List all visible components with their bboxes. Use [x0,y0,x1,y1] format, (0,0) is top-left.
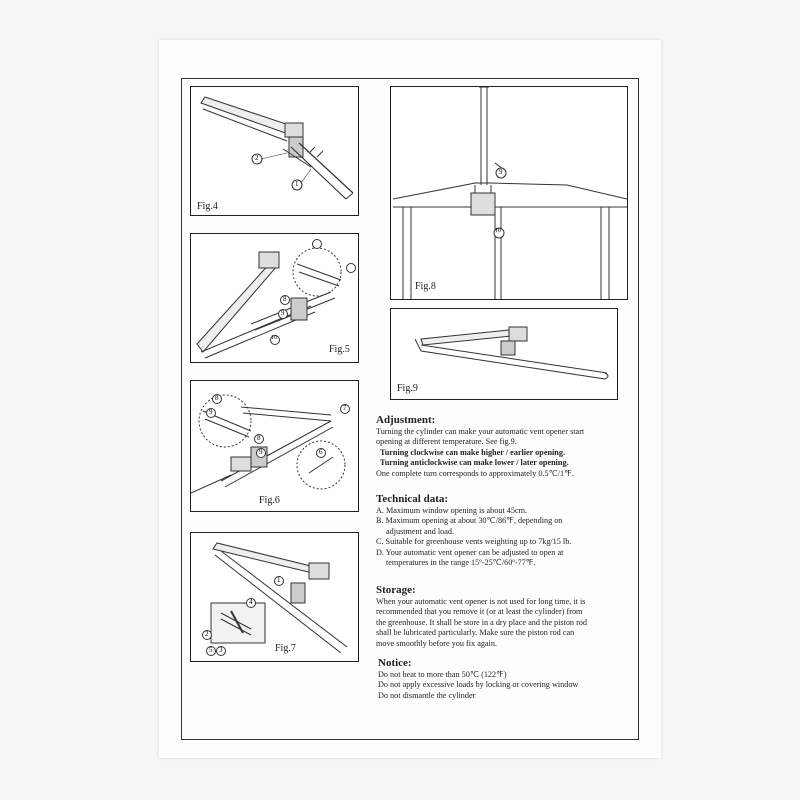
figure-9-label: Fig.9 [397,383,418,394]
adjustment-line-1: Turning the cylinder can make your autom… [376,427,585,436]
adjustment-section: Adjustment: Turning the cylinder can mak… [376,414,584,479]
notice-line-3: Do not dismantle the cylinder [378,690,476,700]
figure-8: 9 10 Fig.8 [390,86,628,300]
technical-line-b2: adjustment and load. [386,526,454,536]
figure-4-illustration [200,96,354,200]
notice-line-1: Do not heat to more than 50℃ (122℉) [378,670,507,679]
technical-line-d2: temperatures in the range 15º-25℃/60º-77… [386,558,536,568]
callout-1: 1 [295,180,299,188]
callout-9-fig6: 9 [209,408,213,416]
callout-2: 2 [255,154,259,162]
adjustment-anticlockwise: Turning anticlockwise can make lower / l… [380,458,569,468]
adjustment-line-2: opening at different temperature. See fi… [376,437,517,447]
callout-6-fig6: 6 [319,448,323,456]
notice-line-2: Do not apply excessive loads by locking … [378,680,579,690]
figure-6-illustration [191,394,350,494]
storage-line-4: shall be lubricated particularly. Make s… [376,628,575,638]
page-border [181,78,639,740]
figure-6-label: Fig.6 [259,495,280,506]
figure-7-label: Fig.7 [275,643,296,654]
storage-line-3: the greenhouse. It shall be store in a d… [376,617,587,627]
figure-6: 8 9 8 9 7 6 Fig.6 [190,380,359,512]
notice-heading: Notice: [378,657,412,669]
storage-line-1: When your automatic vent opener is not u… [376,597,586,606]
storage-heading: Storage: [376,584,416,596]
callout-10-fig8: 10 [495,228,501,234]
technical-line-b: B. Maximum opening at about 30℃/86℉, dep… [376,516,563,526]
figure-7: 1 2 3 4 5 Fig.7 [190,532,359,662]
storage-line-5: move smoothly before you fix again. [376,638,497,648]
technical-line-d: D. Your automatic vent opener can be adj… [376,547,564,557]
callout-9-fig8: 9 [499,168,503,176]
technical-line-c: C. Suitable for greenhouse vents weighti… [376,537,572,547]
figure-9: Fig.9 [390,308,618,400]
callout-2-fig7: 2 [205,630,209,638]
storage-line-2: recommended that you remove it (or at le… [376,607,583,617]
adjustment-clockwise: Turning clockwise can make higher / earl… [380,447,565,457]
figure-8-illustration [392,87,627,299]
figure-9-illustration [414,326,609,380]
callout-5-fig7: 5 [209,646,213,654]
callout-3-fig7: 3 [219,646,223,654]
callout-8-fig6: 8 [215,394,219,402]
callout-7-fig6: 7 [343,404,347,412]
technical-section: Technical data: A. Maximum window openin… [376,493,571,568]
figure-5: 8 9 10 Fig.5 [190,233,359,363]
callout-9-fig5: 9 [281,309,285,317]
adjustment-line-5: One complete turn corresponds to approxi… [376,468,574,478]
callout-1-fig7: 1 [277,576,281,584]
figure-5-illustration [196,239,356,359]
technical-heading: Technical data: [376,493,449,505]
callout-8-fig5: 8 [283,295,287,303]
notice-section: Notice: Do not heat to more than 50℃ (12… [378,657,578,701]
storage-section: Storage: When your automatic vent opener… [376,584,587,649]
figure-4-label: Fig.4 [197,201,218,212]
figure-8-label: Fig.8 [415,281,436,292]
adjustment-heading: Adjustment: [376,414,436,426]
callout-10-fig5: 10 [271,335,277,341]
figure-7-illustration [202,542,348,656]
figure-5-label: Fig.5 [329,344,350,355]
technical-line-a: A. Maximum window opening is about 45cm. [376,506,528,515]
callout-9-fig6b: 9 [259,448,263,456]
figure-4: 2 1 Fig.4 [190,86,359,216]
callout-8-fig6b: 8 [257,434,261,442]
callout-4-fig7: 4 [249,598,253,606]
